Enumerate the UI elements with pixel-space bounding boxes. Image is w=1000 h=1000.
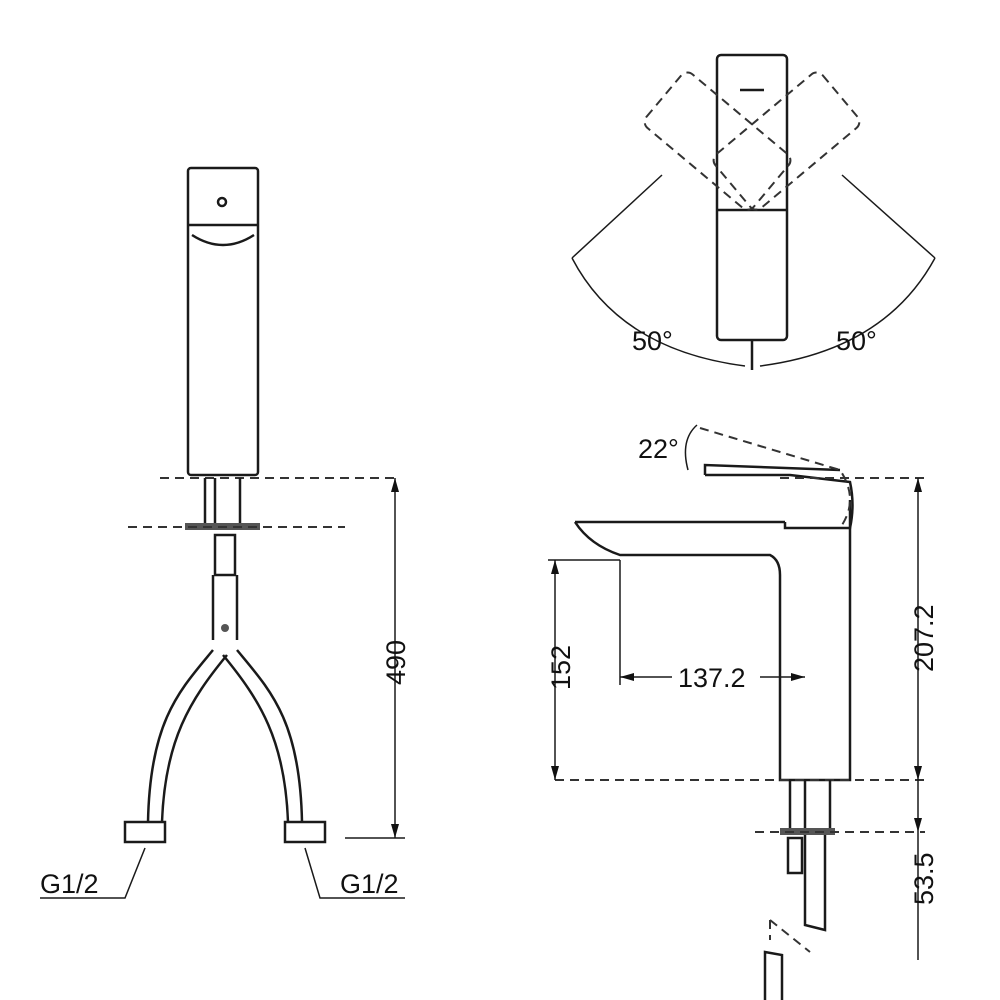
right-rotation-angle: 50° [836,326,877,356]
spout-height-label: 152 [546,645,576,690]
right-thread-label: G1/2 [340,869,399,899]
lower-dimension-label: 53.5 [909,852,939,905]
left-thread-label: G1/2 [40,869,99,899]
top-view [571,53,936,370]
total-height-label: 207.2 [909,604,939,672]
tilt-angle-label: 22° [638,434,679,464]
left-rotation-angle: 50° [632,326,673,356]
height-dimension-label: 490 [381,640,411,685]
side-view [548,424,925,1000]
spout-reach-label: 137.2 [678,663,746,693]
front-view [40,166,405,899]
